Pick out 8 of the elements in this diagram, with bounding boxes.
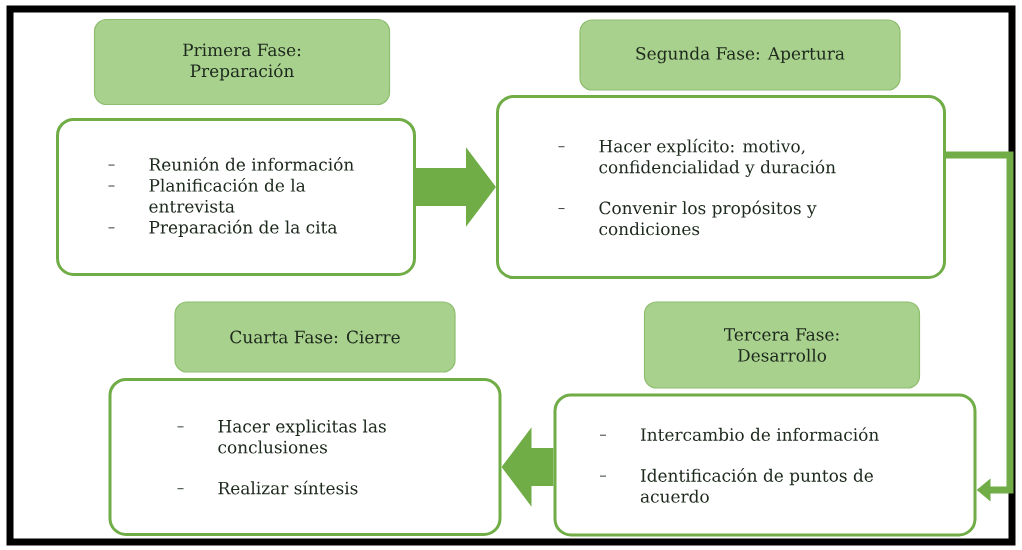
step-box: Intercambio de información Identificación de puntos de acuerdo [553, 393, 977, 537]
phase-heading-box: Segunda Fase: Apertura [579, 19, 901, 91]
phase-heading-box: Tercera Fase: Desarrollo [643, 301, 921, 389]
phase-heading-box: Primera Fase: Preparación [93, 18, 391, 106]
phase-heading-box: Cuarta Fase: Cierre [174, 301, 456, 373]
step-box: Hacer explicitas las conclusiones Realizar síntesis [108, 378, 502, 536]
step-box: Reunión de información Planificación de la entrevista Preparación de la cita [56, 118, 416, 276]
step-box: Hacer explícito: motivo, confidencialidad y duración Convenir los propósitos y condiciones [496, 95, 946, 279]
